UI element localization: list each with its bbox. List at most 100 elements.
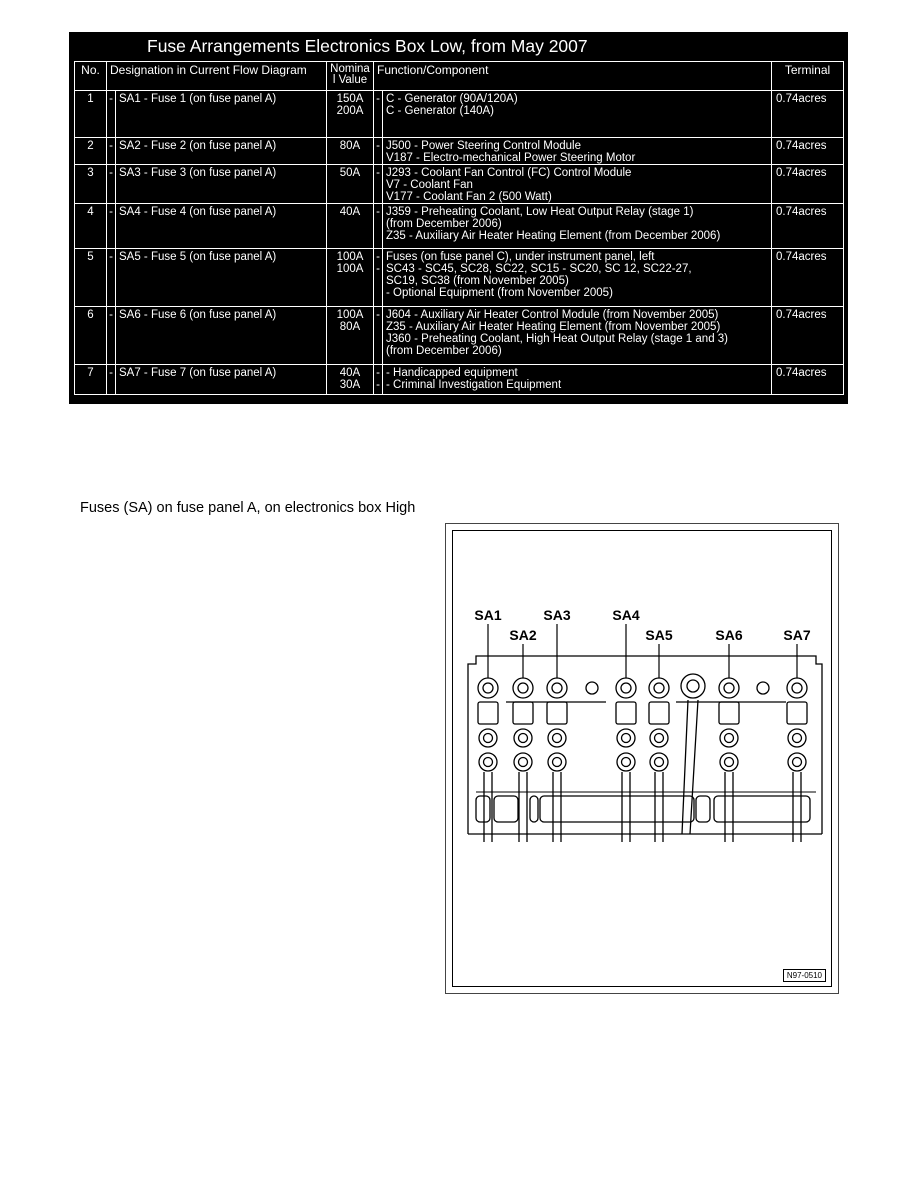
fuse-nut-inner	[620, 682, 632, 694]
cell-dash: -	[106, 137, 116, 165]
nominal-value: 30A	[339, 379, 361, 391]
fuse-body	[786, 701, 808, 725]
fuse-label-sa1: SA1	[474, 607, 501, 623]
fuse-cable	[552, 772, 562, 842]
nominal-value: 40A	[339, 206, 361, 218]
dash-mark: -	[376, 206, 380, 218]
panel-cover	[713, 795, 811, 823]
cell-dash-2: --	[373, 364, 383, 395]
fuse-nut	[786, 677, 808, 699]
fuse-terminal-inner	[723, 756, 735, 768]
nominal-value: 200A	[336, 105, 364, 117]
dash-mark: -	[376, 140, 380, 152]
fuse-label-sa6: SA6	[715, 627, 742, 643]
ground-bolt	[680, 673, 706, 699]
fuse-nut	[512, 677, 534, 699]
function-line: J293 - Coolant Fan Control (FC) Control …	[386, 167, 632, 179]
cell-dash-2: -	[373, 306, 383, 365]
fuse-body	[512, 701, 534, 725]
nominal-value: 50A	[339, 167, 361, 179]
panel-cover	[539, 795, 695, 823]
table-row: 3-SA3 - Fuse 3 (on fuse panel A)50A-J293…	[74, 164, 844, 204]
fuse-terminal-inner	[482, 756, 494, 768]
cell-designation: SA3 - Fuse 3 (on fuse panel A)	[115, 164, 327, 204]
cell-function: C - Generator (90A/120A)C - Generator (1…	[382, 90, 772, 138]
fuse-terminal	[478, 752, 498, 772]
dash-mark: -	[376, 251, 380, 263]
fuse-body	[477, 701, 499, 725]
function-line: C - Generator (90A/120A)	[386, 93, 518, 105]
function-line: V177 - Coolant Fan 2 (500 Watt)	[386, 191, 552, 203]
fuse-label-sa3: SA3	[543, 607, 570, 623]
table-row: 2-SA2 - Fuse 2 (on fuse panel A)80A-J500…	[74, 137, 844, 165]
cell-no: 5	[74, 248, 107, 307]
panel-cover	[529, 795, 539, 823]
fuse-terminal	[787, 728, 807, 748]
function-line: - Handicapped equipment	[386, 367, 518, 379]
nominal-value: 40A	[339, 367, 361, 379]
dash-mark: -	[376, 379, 380, 391]
cell-terminal: 0.74acres	[771, 248, 844, 307]
panel-cover	[493, 795, 519, 823]
dash-mark: -	[376, 167, 380, 179]
function-line: - Optional Equipment (from November 2005…	[386, 287, 613, 299]
cell-designation: SA4 - Fuse 4 (on fuse panel A)	[115, 203, 327, 249]
fuse-grid: No. Designation in Current Flow Diagram …	[74, 61, 844, 395]
fuse-cable	[483, 772, 493, 842]
cell-function: - Handicapped equipment- Criminal Invest…	[382, 364, 772, 395]
fuse-label-sa2: SA2	[509, 627, 536, 643]
function-line: J360 - Preheating Coolant, High Heat Out…	[386, 333, 729, 345]
cell-dash: -	[106, 306, 116, 365]
cell-terminal: 0.74acres	[771, 306, 844, 365]
cell-function: Fuses (on fuse panel C), under instrumen…	[382, 248, 772, 307]
fuse-terminal	[616, 728, 636, 748]
header-nominal: Nomina l Value	[326, 61, 374, 91]
fuse-terminal-inner	[723, 732, 735, 744]
header-nominal-line2: l Value	[332, 74, 368, 86]
fuse-nut	[615, 677, 637, 699]
function-line: - Criminal Investigation Equipment	[386, 379, 562, 391]
cell-dash: -	[106, 164, 116, 204]
fuse-nut-inner	[551, 682, 563, 694]
cell-nominal-value: 50A	[326, 164, 374, 204]
cell-dash: -	[106, 364, 116, 395]
fuse-nut-inner	[517, 682, 529, 694]
fuse-terminal	[719, 728, 739, 748]
nominal-value: 80A	[339, 140, 361, 152]
fuse-nut-inner	[653, 682, 665, 694]
cell-function: J293 - Coolant Fan Control (FC) Control …	[382, 164, 772, 204]
cell-designation: SA6 - Fuse 6 (on fuse panel A)	[115, 306, 327, 365]
fuse-terminal	[649, 752, 669, 772]
mount-hole	[585, 681, 599, 695]
cell-no: 7	[74, 364, 107, 395]
cell-designation: SA2 - Fuse 2 (on fuse panel A)	[115, 137, 327, 165]
function-line: V7 - Coolant Fan	[386, 179, 473, 191]
header-row: No. Designation in Current Flow Diagram …	[74, 61, 844, 91]
fuse-body	[615, 701, 637, 725]
function-line: (from December 2006)	[386, 345, 502, 357]
nominal-value: 100A	[336, 309, 364, 321]
fuse-terminal	[787, 752, 807, 772]
dash-mark: -	[376, 93, 380, 105]
header-designation: Designation in Current Flow Diagram	[106, 61, 327, 91]
nominal-value: 100A	[336, 263, 364, 275]
cell-function: J359 - Preheating Coolant, Low Heat Outp…	[382, 203, 772, 249]
cell-no: 4	[74, 203, 107, 249]
function-line: J604 - Auxiliary Air Heater Control Modu…	[386, 309, 719, 321]
cell-designation: SA5 - Fuse 5 (on fuse panel A)	[115, 248, 327, 307]
header-function: Function/Component	[373, 61, 772, 91]
fuse-body	[648, 701, 670, 725]
header-nominal-line1: Nomina	[330, 63, 370, 75]
diagram-caption: Fuses (SA) on fuse panel A, on electroni…	[80, 500, 416, 516]
fuse-terminal	[513, 728, 533, 748]
fuse-terminal-inner	[517, 756, 529, 768]
function-line: (from December 2006)	[386, 218, 502, 230]
cell-dash-2: -	[373, 203, 383, 249]
fuse-label-sa7: SA7	[783, 627, 810, 643]
fuse-table: Fuse Arrangements Electronics Box Low, f…	[69, 32, 848, 404]
